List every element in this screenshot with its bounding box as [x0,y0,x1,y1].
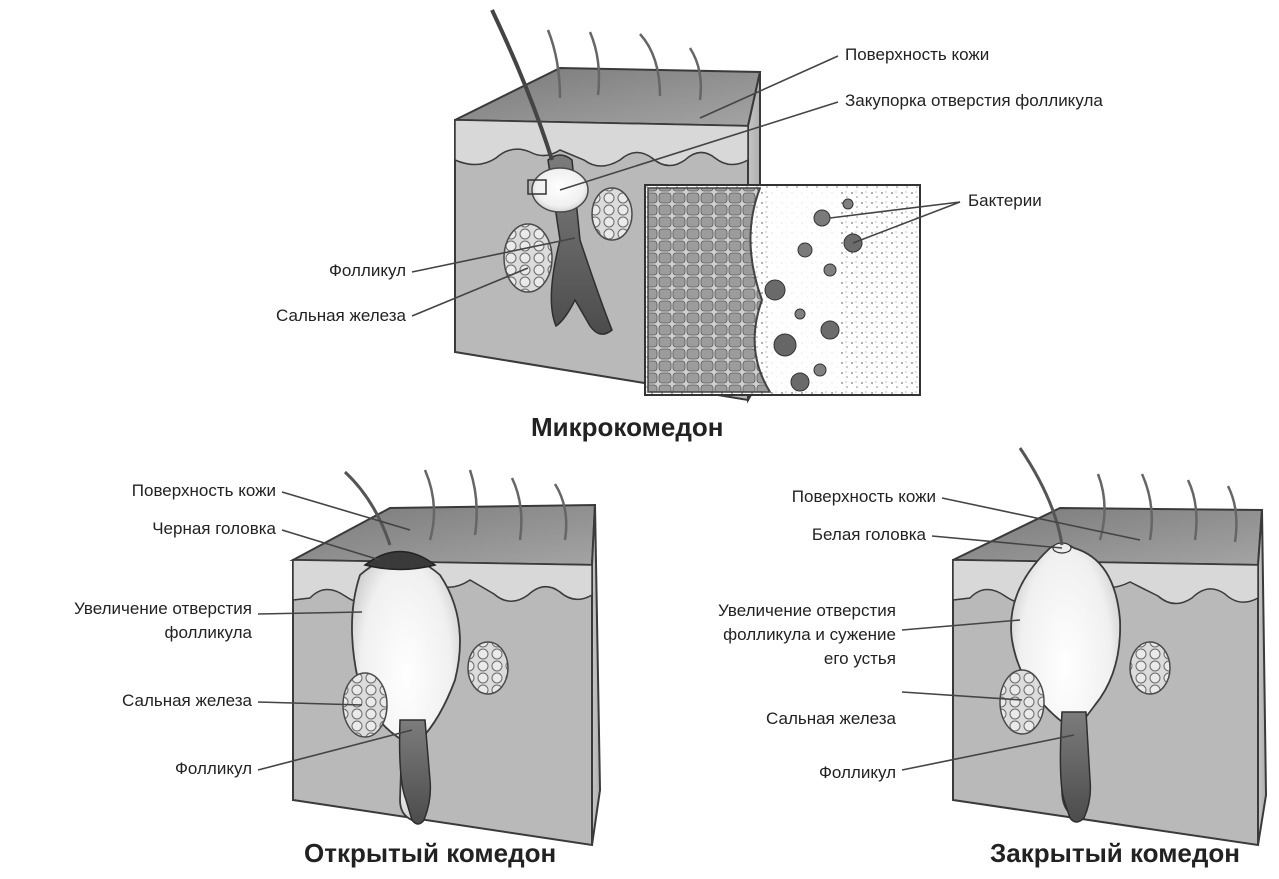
sebaceous-gland-left [1000,670,1044,734]
bacterium [824,264,836,276]
bacterium [814,364,826,376]
bacterium [814,210,830,226]
bacterium [798,243,812,257]
bacterium [843,199,853,209]
skin-surface-face [293,505,595,565]
label-skin-surface: Поверхность кожи [845,44,989,66]
label-follicle: Фолликул [680,762,896,784]
label-skin-surface: Поверхность кожи [690,486,936,508]
skin-surface-face [953,508,1262,565]
sebaceous-gland-right [468,642,508,694]
label-follicle: Фолликул [230,260,406,282]
sebaceous-gland-right [592,188,632,240]
skin-side-face [592,505,600,845]
bacterium [774,334,796,356]
bacterium [791,373,809,391]
label-enlargement-line3: его устья [620,648,896,670]
sebaceous-gland-left [504,224,552,292]
label-blackhead: Черная головка [40,518,276,540]
label-bacteria: Бактерии [968,190,1042,212]
label-whitehead: Белая головка [690,524,926,546]
label-sebaceous-gland: Сальная железа [680,708,896,730]
bacterium [765,280,785,300]
bacterium [821,321,839,339]
skin-surface-face [455,68,760,126]
label-enlargement-line2: фолликула и сужение [620,624,896,646]
caption-closed-comedo: Закрытый комедон [990,838,1240,869]
label-follicle-enlargement-line1: Увеличение отверстия [2,598,252,620]
label-skin-surface: Поверхность кожи [40,480,276,502]
label-follicle: Фолликул [30,758,252,780]
label-sebaceous-gland: Сальная железа [200,305,406,327]
skin-side-face [1258,510,1266,845]
label-sebaceous-gland: Сальная железа [30,690,252,712]
label-follicle-enlargement-line2: фолликула [2,622,252,644]
caption-microcomedo: Микрокомедон [531,412,723,443]
sebaceous-gland-right [1130,642,1170,694]
caption-open-comedo: Открытый комедон [304,838,556,869]
bacterium [795,309,805,319]
bacteria-magnification-inset [645,185,920,395]
open-comedo-skin-block [293,470,600,845]
closed-comedo-skin-block [953,448,1266,845]
label-follicle-plug: Закупорка отверстия фолликула [845,90,1103,112]
label-enlargement-line1: Увеличение отверстия [620,600,896,622]
